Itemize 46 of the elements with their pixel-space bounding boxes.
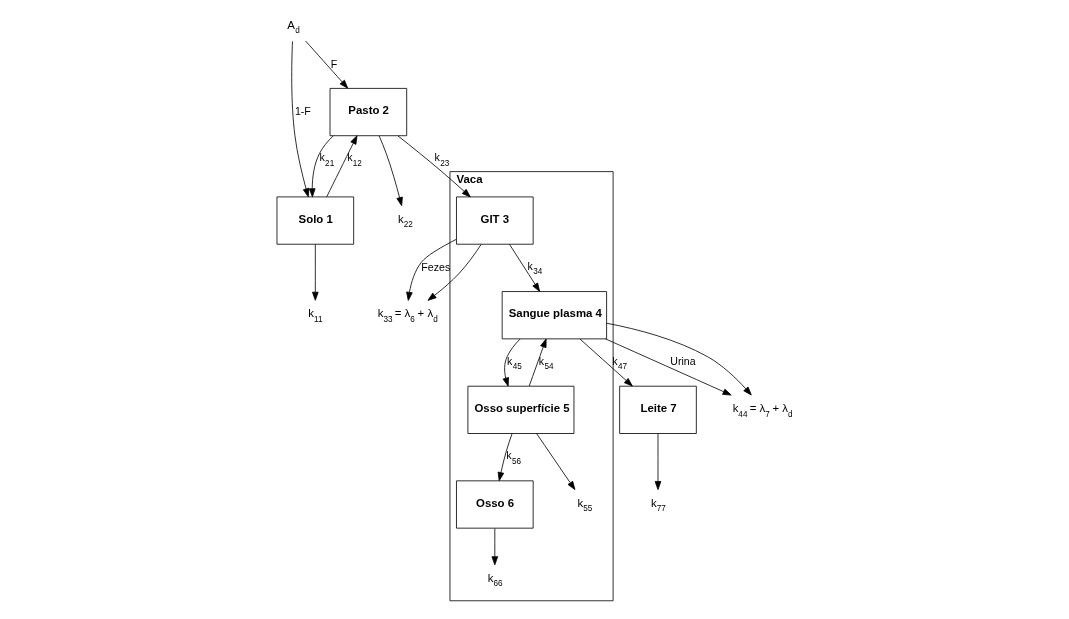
edge-label: k$_{47}$	[611, 354, 627, 371]
arrow	[491, 528, 498, 566]
node-box: Osso 6	[455, 480, 534, 529]
arrow	[325, 135, 357, 198]
arrow	[502, 338, 520, 387]
arrow	[308, 135, 334, 198]
edge-label: k$_{54}$	[538, 354, 554, 371]
node-box: GIT 3	[455, 196, 534, 245]
edge-label: k$_{56}$	[505, 449, 521, 466]
edge-label: k$_{23}$	[433, 151, 449, 168]
arrow	[427, 243, 482, 301]
node-text: A$_{d}$	[286, 18, 300, 36]
arrow	[311, 243, 319, 301]
node-box: Leite 7	[618, 385, 697, 434]
edge-label: k$_{45}$	[506, 354, 522, 371]
arrow	[508, 243, 540, 292]
node-box: Sangue plasma 4	[501, 291, 607, 340]
node-text: k$_{11}$	[307, 307, 323, 324]
node-box: Solo 1	[276, 196, 354, 245]
node-text: k$_{55}$	[577, 496, 592, 514]
arrow	[378, 135, 403, 207]
node-box: Pasto 2	[329, 88, 407, 137]
edge-label: k$_{21}$	[318, 151, 334, 168]
edge-label: Urina	[669, 355, 696, 368]
node-text: k$_{66}$	[487, 571, 503, 589]
arrow	[535, 433, 575, 491]
arrow	[497, 433, 512, 482]
edge-label: k$_{12}$	[346, 151, 362, 168]
edge-label: 1-F	[294, 104, 311, 117]
edge-label: Fezes	[420, 260, 450, 273]
arrow	[304, 40, 348, 89]
node-text: k$_{22}$	[397, 212, 413, 230]
arrow	[606, 322, 752, 396]
edge-label: k$_{34}$	[526, 259, 542, 277]
arrow	[604, 338, 732, 396]
arrow	[579, 338, 633, 387]
arrow	[290, 40, 309, 198]
node-text: k$_{77}$	[650, 496, 666, 514]
arrow	[528, 338, 546, 387]
node-text: k$_{33}$ = λ$_{6}$ + λ$_{d}$	[377, 307, 438, 324]
node-text: k$_{44}$ = λ$_{7}$ + λ$_{d}$	[732, 402, 793, 419]
arrow	[397, 135, 471, 198]
arrow	[405, 238, 457, 301]
arrow	[654, 433, 661, 491]
node-box: Osso superfície 5	[466, 385, 574, 434]
edge-label: F	[330, 57, 337, 70]
